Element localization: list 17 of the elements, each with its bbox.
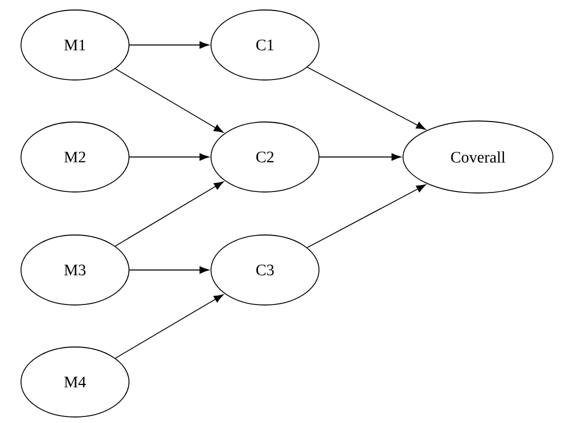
ellipse-node: C1 [210, 10, 320, 80]
ellipse-node: Coverall [402, 120, 554, 194]
arrow [129, 41, 210, 49]
arrow [129, 153, 210, 161]
ellipse-node: M4 [20, 346, 130, 418]
ellipse-node: M1 [20, 10, 130, 80]
ellipse-node: M2 [20, 122, 130, 192]
arrow [114, 181, 224, 247]
arrow [306, 66, 426, 130]
arrow [114, 68, 224, 133]
arrow [306, 184, 426, 248]
arrow [319, 153, 402, 161]
ellipse-node: C3 [210, 234, 320, 306]
arrow [129, 266, 210, 274]
ellipse-node: M3 [20, 234, 130, 306]
ellipse-node: C2 [210, 122, 320, 192]
arrow [114, 294, 224, 359]
